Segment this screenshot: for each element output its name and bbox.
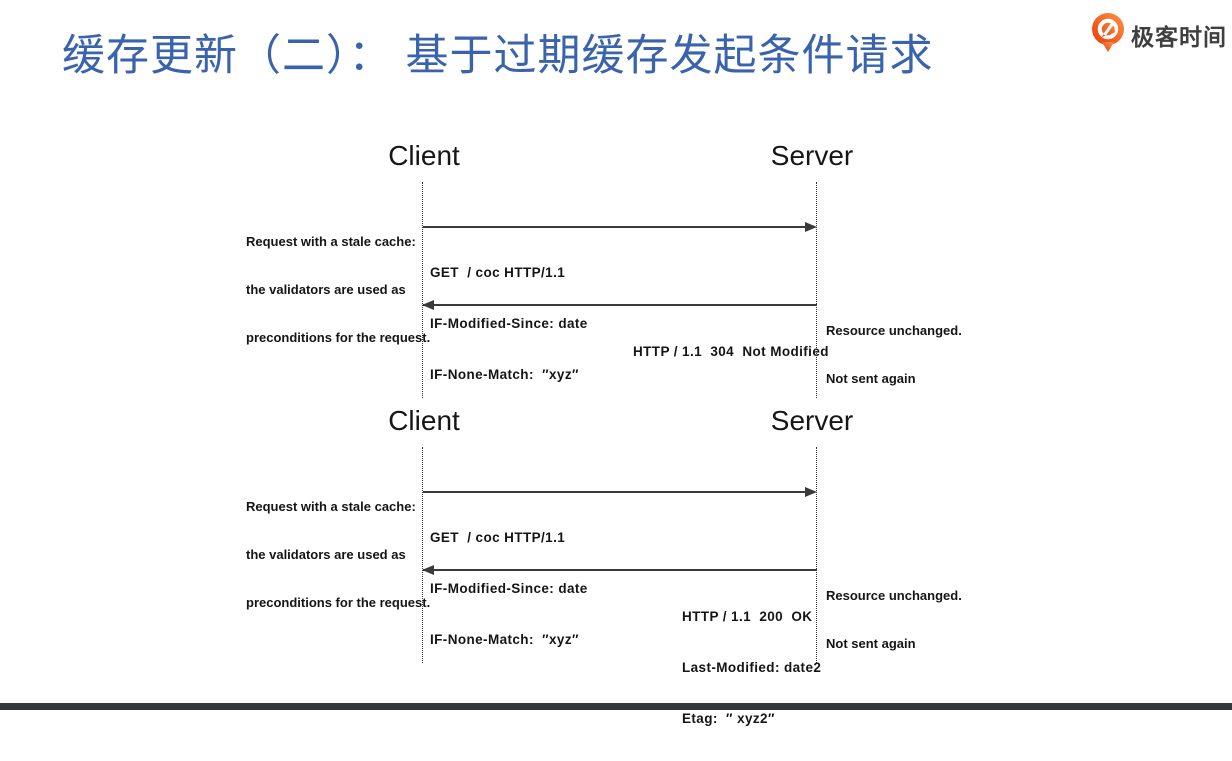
message-line: IF-None-Match: ″xyz″: [430, 367, 579, 382]
response-arrow: [422, 565, 817, 575]
server-lifeline: [816, 447, 817, 663]
message-line: GET / coc HTTP/1.1: [430, 530, 566, 545]
sequence-diagram-304: Client Server Request with a stale cache…: [0, 130, 1232, 402]
response-message: HTTP / 1.1 304 Not Modified: [633, 309, 829, 462]
arrowhead-left-icon: [422, 300, 434, 310]
request-message: GET / coc HTTP/1.1 IF-Modified-Since: da…: [430, 230, 588, 417]
message-line: Last-Modified: date2: [682, 660, 822, 675]
message-line: IF-Modified-Since: date: [430, 581, 588, 596]
brand-name: 极客时间: [1131, 24, 1227, 50]
annotation-line: Not sent again: [826, 371, 916, 386]
annotation-line: preconditions for the request.: [246, 595, 431, 610]
client-actor-label: Client: [388, 140, 460, 171]
annotation-line: preconditions for the request.: [246, 330, 431, 345]
request-annotation: Request with a stale cache: the validato…: [246, 202, 430, 378]
request-arrow: [423, 487, 817, 497]
message-line: IF-None-Match: ″xyz″: [430, 632, 579, 647]
annotation-line: the validators are used as: [246, 547, 406, 562]
message-line: HTTP / 1.1 304 Not Modified: [633, 344, 829, 359]
arrowhead-left-icon: [422, 565, 434, 575]
arrowhead-right-icon: [805, 222, 817, 232]
sequence-diagram-200: Client Server Request with a stale cache…: [0, 395, 1232, 726]
annotation-line: Resource unchanged.: [826, 323, 962, 338]
footer-bar: [0, 703, 1232, 710]
brand-logo: 极客时间: [1090, 12, 1227, 58]
annotation-line: Request with a stale cache:: [246, 499, 416, 514]
client-lifeline: [422, 182, 423, 398]
geektime-pin-icon: [1090, 12, 1126, 58]
annotation-line: Resource unchanged.: [826, 588, 962, 603]
message-line: GET / coc HTTP/1.1: [430, 265, 566, 280]
request-message: GET / coc HTTP/1.1 IF-Modified-Since: da…: [430, 495, 588, 682]
request-annotation: Request with a stale cache: the validato…: [246, 467, 430, 643]
annotation-line: Not sent again: [826, 636, 916, 651]
message-line: HTTP / 1.1 200 OK: [682, 609, 813, 624]
response-annotation: Resource unchanged. Not sent again: [826, 556, 962, 684]
annotation-line: the validators are used as: [246, 282, 406, 297]
server-lifeline: [816, 182, 817, 398]
page-title: 缓存更新（二）： 基于过期缓存发起条件请求: [62, 32, 934, 80]
response-arrow: [422, 300, 817, 310]
server-actor-label: Server: [770, 140, 854, 171]
response-annotation: Resource unchanged. Not sent again: [826, 291, 962, 419]
client-lifeline: [422, 447, 423, 663]
response-message: HTTP / 1.1 200 OK Last-Modified: date2 E…: [682, 574, 821, 761]
message-line: IF-Modified-Since: date: [430, 316, 588, 331]
server-actor-label: Server: [770, 405, 854, 436]
client-actor-label: Client: [388, 405, 460, 436]
arrowhead-right-icon: [805, 487, 817, 497]
annotation-line: Request with a stale cache:: [246, 234, 416, 249]
message-line: Etag: ″ xyz2″: [682, 711, 775, 726]
request-arrow: [423, 222, 817, 232]
